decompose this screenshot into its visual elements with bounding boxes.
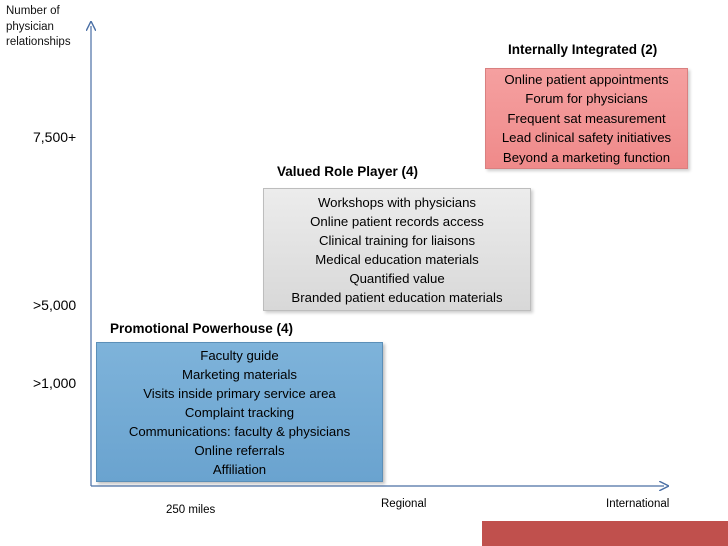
list-item: Quantified value xyxy=(349,270,445,286)
list-item: Complaint tracking xyxy=(184,404,295,420)
list-item: Medical education materials xyxy=(315,251,479,267)
list-item: Workshops with physicians xyxy=(317,194,477,210)
y-tick-1000: >1,000 xyxy=(33,375,77,391)
list-item: Branded patient education materials xyxy=(291,289,503,305)
x-tick-international: International xyxy=(606,498,670,510)
y-tick-7500: 7,500+ xyxy=(33,129,77,145)
list-item: Beyond a marketing function xyxy=(502,149,671,165)
internally-integrated-title: Internally Integrated (2) xyxy=(508,42,658,57)
list-item: Communications: faculty & physicians xyxy=(128,423,351,439)
list-item: Frequent sat measurement xyxy=(507,110,666,126)
list-item: Affiliation xyxy=(212,461,267,477)
valued-role-player-box: Workshops with physicians Online patient… xyxy=(263,188,531,311)
x-tick-250-miles: 250 miles xyxy=(166,504,216,516)
x-tick-regional: Regional xyxy=(381,498,427,510)
list-item: Online patient appointments xyxy=(504,71,669,87)
y-axis-label-line: Number of xyxy=(6,5,60,17)
y-axis-label-line: relationships xyxy=(6,36,71,48)
y-axis-label: Number of physician relationships xyxy=(6,4,71,51)
accent-bar xyxy=(482,521,728,546)
list-item: Faculty guide xyxy=(200,347,279,363)
valued-role-player-title: Valued Role Player (4) xyxy=(277,164,419,179)
list-item: Lead clinical safety initiatives xyxy=(501,130,672,146)
list-item: Marketing materials xyxy=(181,366,298,382)
list-item: Online patient records access xyxy=(310,213,484,229)
y-tick-5000: >5,000 xyxy=(33,297,77,313)
list-item: Online referrals xyxy=(194,442,285,458)
list-item: Forum for physicians xyxy=(525,91,648,107)
promotional-powerhouse-box: Faculty guide Marketing materials Visits… xyxy=(96,342,383,482)
list-item: Visits inside primary service area xyxy=(143,385,336,401)
y-axis-label-line: physician xyxy=(6,20,54,33)
list-item: Clinical training for liaisons xyxy=(318,232,476,248)
promotional-powerhouse-title: Promotional Powerhouse (4) xyxy=(110,321,294,336)
internally-integrated-box: Online patient appointments Forum for ph… xyxy=(485,68,688,169)
